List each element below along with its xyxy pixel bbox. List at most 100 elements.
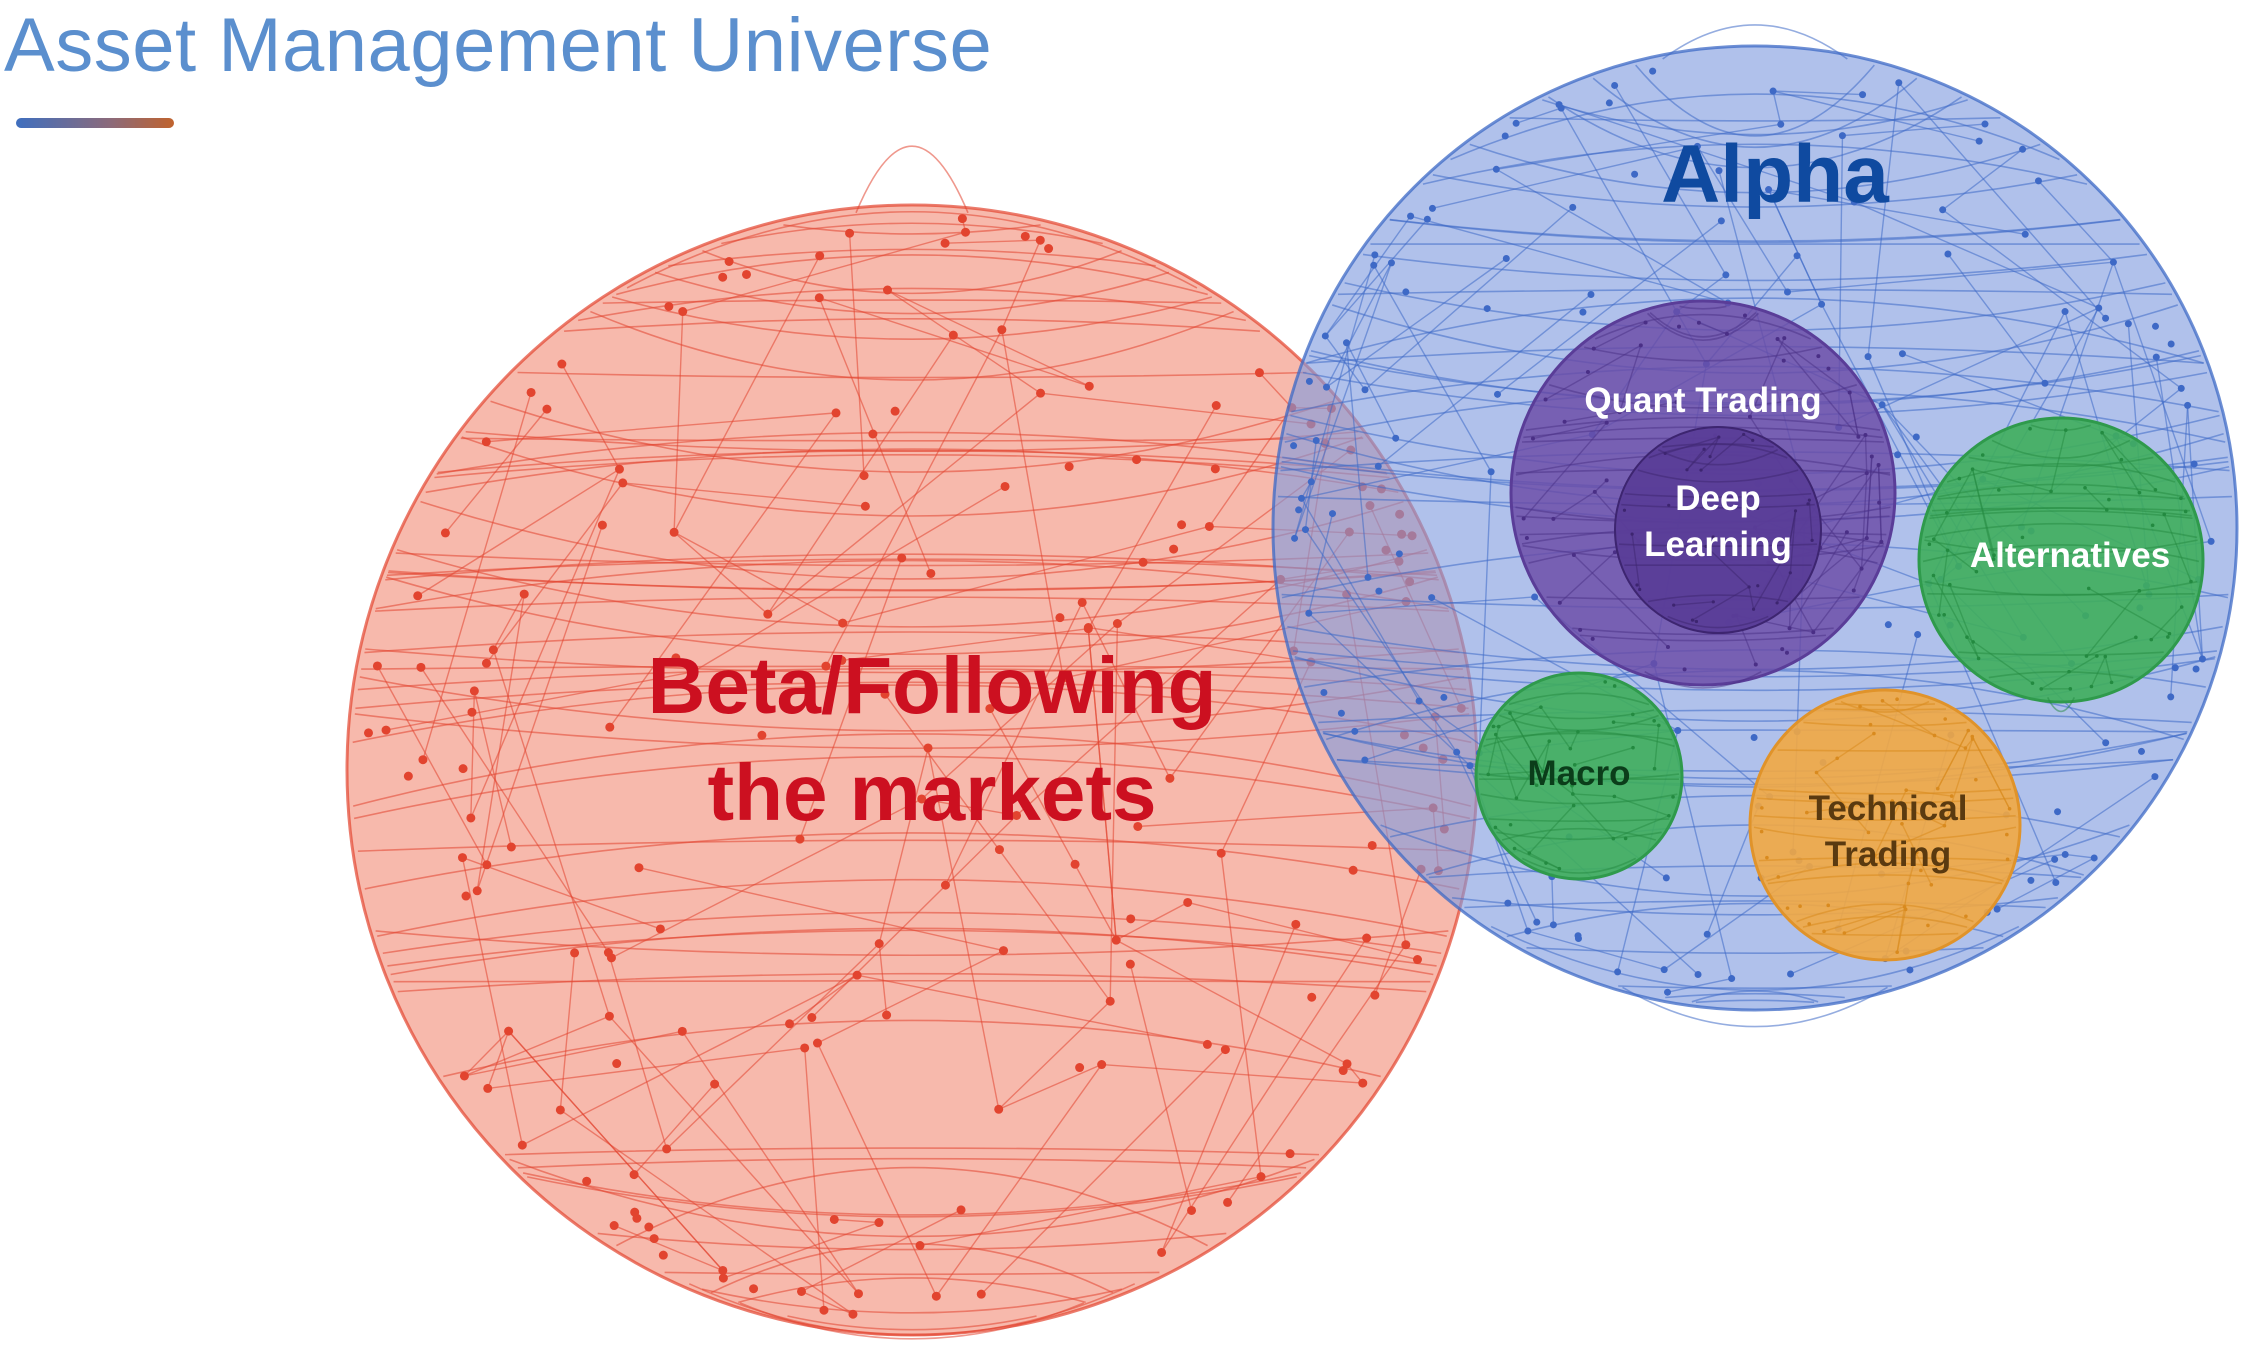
network-arc [664,1271,1160,1276]
network-node [838,618,848,628]
network-node [1592,489,1597,494]
network-node [2119,457,2124,462]
network-node [1798,904,1802,909]
network-node [459,1071,469,1081]
network-edge [1377,293,1592,467]
network-node [1036,388,1046,398]
network-edge [2084,487,2108,511]
network-node [1835,756,1839,761]
quant-trading-label: Quant Trading [1584,381,1821,420]
network-node [1202,1039,1212,1049]
network-node [1878,401,1886,409]
network-node [2137,490,2142,495]
beta-label-line1: Beta/Following [648,641,1217,730]
network-node [1699,468,1703,472]
network-node [1674,726,1682,734]
network-edge [1906,789,1952,797]
network-node [1544,861,1548,865]
network-node [1864,471,1869,476]
network-node [1935,786,1940,791]
deep-learning-label-line2: Learning [1644,525,1792,564]
network-edge [559,952,576,1111]
network-node [1859,91,1867,99]
network-arc [527,1176,1297,1218]
network-node [1254,368,1264,378]
network-arc [1777,749,1993,752]
network-edge [1542,741,1550,772]
network-node [1508,822,1513,827]
network-node [821,661,831,671]
network-edge [607,952,668,1150]
network-node [1765,855,1769,860]
network-node [2179,605,2184,609]
network-node [1617,410,1622,415]
network-arc [1572,627,1834,636]
network-edge [848,233,865,476]
network-edge [1572,793,1614,840]
network-edge [673,255,821,533]
network-node [1364,573,1372,581]
network-node [677,1026,687,1036]
network-node [1682,667,1687,672]
network-edge [1572,793,1615,798]
network-arc [1478,773,1680,781]
network-arc [1336,759,2174,772]
network-edge [1787,510,1797,550]
network-node [1370,261,1378,269]
network-edge [1787,261,2114,293]
network-node [2107,497,2111,502]
network-node [526,387,536,397]
network-node [1487,468,1495,476]
network-node [658,1250,668,1260]
network-node [1579,308,1587,316]
network-node [1873,853,1877,858]
network-edge [1558,103,1855,203]
network-node [1906,881,1911,886]
network-edge [2112,261,2212,542]
network-node [1869,454,1874,459]
network-node [831,408,841,418]
network-node [2021,230,2029,238]
network-node [1912,433,1920,441]
network-node [1320,688,1328,696]
network-arc [1525,416,1881,431]
network-edge [801,1290,854,1315]
network-edge [1115,901,1189,941]
network-node [985,704,995,714]
network-node [1321,332,1329,340]
network-edge [1934,734,1966,749]
network-node [994,1104,1004,1114]
network-node [1630,532,1634,536]
network-node [2034,177,2042,185]
network-node [2167,693,2175,701]
network-node [1587,290,1595,298]
network-edge [2085,590,2140,657]
network-node [1562,419,1567,424]
network-node [1747,585,1751,589]
network-edge [673,311,684,533]
network-node [1945,510,1949,515]
network-node [2090,854,2098,862]
network-edge [1226,944,1407,1203]
network-node [1760,806,1764,810]
network-node [1512,119,1520,127]
network-node [1932,733,1937,738]
network-node [603,948,613,958]
network-edge [1789,537,1868,603]
network-node [2167,340,2175,348]
network-node [517,1140,527,1150]
network-node [1612,550,1617,555]
network-edge [422,392,532,760]
network-node [1622,508,1627,512]
network-edge [666,943,880,1150]
network-edge [1777,338,1859,438]
network-node [795,834,805,844]
network-node [1676,324,1681,329]
network-node [1611,720,1616,724]
network-node [1329,510,1337,518]
network-node [1574,935,1582,943]
network-node [1342,1059,1352,1069]
network-node [662,1144,672,1154]
network-arc [1592,77,1918,149]
network-node [1927,542,1932,547]
